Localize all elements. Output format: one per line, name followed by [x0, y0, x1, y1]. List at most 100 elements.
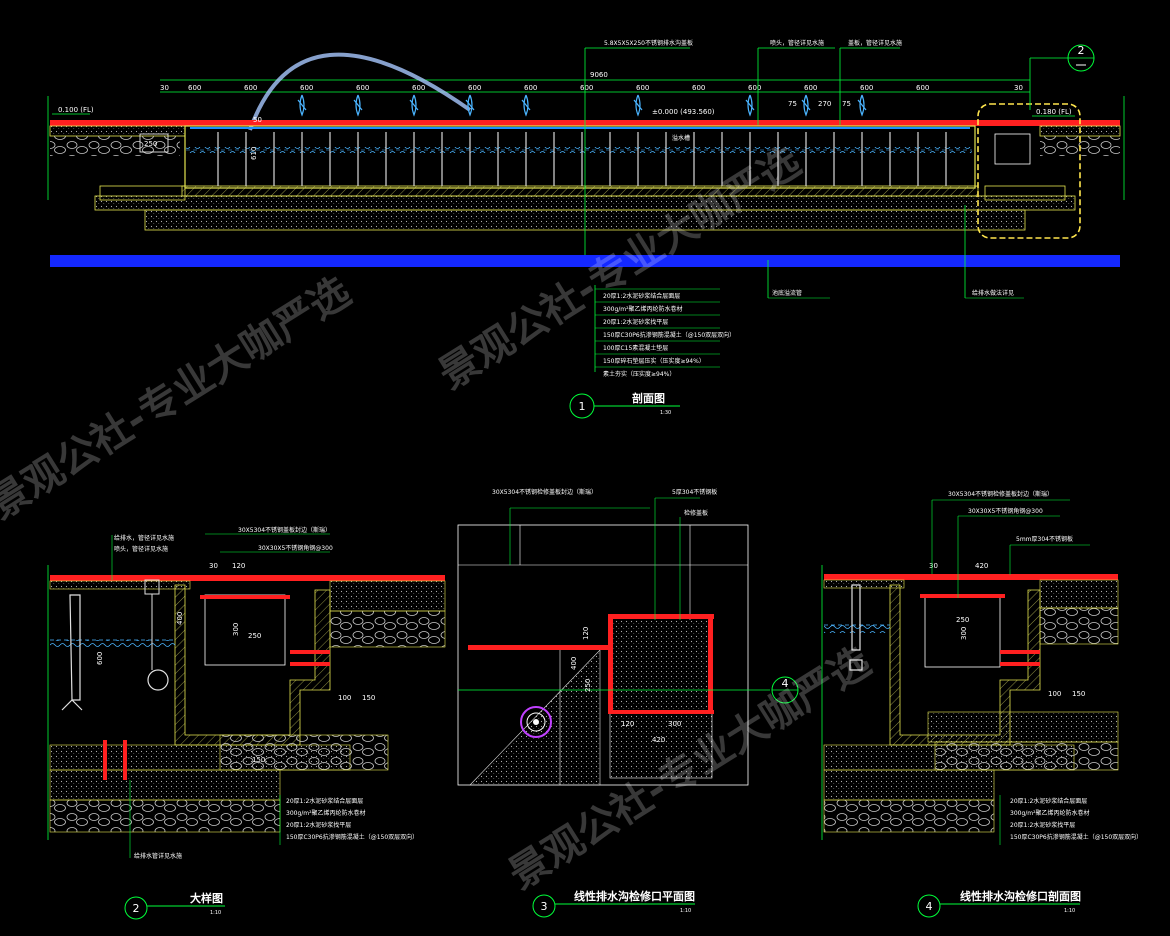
- d4-note-3: 5mm厚304不锈钢板: [1016, 535, 1073, 543]
- main-dim-610: 610: [250, 147, 258, 160]
- d2-note-3: 30X5304不锈钢盖板封边（斯瑞）: [238, 526, 331, 534]
- main-dim-3: 600: [300, 84, 313, 92]
- nozzle-row: [297, 94, 867, 117]
- d4-dim-30: 30: [929, 562, 938, 570]
- main-dim-7: 600: [524, 84, 537, 92]
- d2-title: 大样图: [190, 891, 223, 905]
- d2-dim-600: 600: [96, 652, 104, 665]
- main-dim-right: 30: [1014, 84, 1023, 92]
- d4-dim-100: 100: [1048, 690, 1061, 698]
- pipe-columns: [217, 132, 947, 186]
- water-band: [50, 255, 1120, 267]
- d2-dim-30: 30: [209, 562, 218, 570]
- d2-note-1: 给排水，管径详见水施: [114, 534, 174, 542]
- d4-note-1: 30X5304不锈钢检修盖板封边（斯瑞）: [948, 490, 1053, 498]
- layer-note-7: 素土夯实（压实度≥94%）: [603, 370, 675, 378]
- callout-2-marker: 2: [1029, 44, 1095, 110]
- right-gutter: [994, 133, 1031, 165]
- side-notes: 池底溢流管 给排水做法详见 溢水槽: [672, 134, 1024, 299]
- detail-4: 30 420 250 300 100 150 30X5304不锈钢检修盖板封边（…: [821, 490, 1142, 918]
- d2-layer-4: 150厚C30P6抗渗钢筋混凝土（@150双层双向）: [286, 833, 418, 841]
- main-dim-13: 600: [860, 84, 873, 92]
- d2-dim-300: 300: [232, 623, 240, 636]
- main-title-scale: 1:30: [660, 410, 671, 416]
- main-title: 剖面图: [632, 391, 665, 405]
- nozzle-icon: [409, 94, 419, 117]
- d4-layer-3: 20厚1:2水泥砂浆找平层: [1010, 821, 1075, 829]
- d3-drain-icon: [520, 706, 552, 738]
- main-dimension-chain: 9060 30 600 600 600 600 600 600 600 600 …: [160, 71, 1030, 108]
- main-title-block: 1 剖面图 1:30: [569, 391, 680, 419]
- d2-title-num: 2: [133, 902, 140, 915]
- left-gutter: [139, 133, 169, 153]
- main-dim-5: 600: [412, 84, 425, 92]
- main-dim-6: 600: [468, 84, 481, 92]
- nozzle-icon: [353, 94, 363, 117]
- main-dim-frag-3: 75: [842, 100, 851, 108]
- main-dim-50: 50: [253, 116, 262, 124]
- d2-note-2: 喷头，管径详见水施: [114, 545, 168, 553]
- d2-note-4: 30X30X5不锈钢角钢@300: [258, 544, 333, 552]
- layer-note-4: 150厚C30P6抗渗钢筋混凝土（@150双层双向）: [603, 331, 735, 339]
- main-dim-2: 600: [244, 84, 257, 92]
- d2-scale: 1:10: [210, 910, 221, 916]
- d2-layer-2: 300g/m²聚乙烯丙纶防水卷材: [286, 809, 366, 817]
- d4-dim-300: 300: [960, 627, 968, 640]
- d3-title: 线性排水沟检修口平面图: [574, 889, 695, 903]
- d4-layer-2: 300g/m²聚乙烯丙纶防水卷材: [1010, 809, 1090, 817]
- callout-2-num: 2: [1078, 44, 1085, 57]
- nozzle-icon: [857, 94, 867, 117]
- d2-dim-150a: 150: [362, 694, 375, 702]
- layer-note-1: 20厚1:2水泥砂浆结合层面层: [603, 292, 680, 300]
- d2-dim-120: 120: [232, 562, 245, 570]
- main-dim-8: 600: [580, 84, 593, 92]
- fountain-jet-arc: [248, 52, 472, 131]
- d4-scale: 1:10: [1064, 908, 1075, 914]
- d3-note-2: 5厚304不锈钢板: [672, 488, 717, 496]
- nozzle-icon: [801, 94, 811, 117]
- d3-dim-120b: 120: [621, 720, 634, 728]
- top-notes: 5.8X5X5X250不锈钢排水沟盖板 喷头，管径详见水施 盖板，管径详见水施: [584, 39, 902, 255]
- level-center: ±0.000 (493.560): [652, 108, 715, 116]
- d4-layer-4: 150厚C30P6抗渗钢筋混凝土（@150双层双向）: [1010, 833, 1142, 841]
- main-dim-9: 600: [636, 84, 649, 92]
- level-right: 0.180 (FL): [1036, 108, 1072, 116]
- side-note-3: 溢水槽: [672, 134, 690, 142]
- top-note-1: 5.8X5X5X250不锈钢排水沟盖板: [604, 39, 693, 47]
- detail2-drain-box: [204, 594, 286, 666]
- d2-layer-1: 20厚1:2水泥砂浆结合层面层: [286, 797, 363, 805]
- d4-pipe-icon: [849, 584, 863, 671]
- main-dim-1: 600: [188, 84, 201, 92]
- top-note-3: 盖板，管径详见水施: [848, 39, 902, 47]
- d4-layer-1: 20厚1:2水泥砂浆结合层面层: [1010, 797, 1087, 805]
- d2-dim-100: 100: [338, 694, 351, 702]
- d3-note-3: 检修盖板: [684, 509, 708, 517]
- d3-dim-120a: 120: [582, 627, 590, 640]
- main-dim-frag-2: 270: [818, 100, 831, 108]
- d4-note-2: 30X30X5不锈钢角钢@300: [968, 507, 1043, 515]
- d2-note-5: 给排水管详见水施: [134, 852, 182, 860]
- main-title-num: 1: [579, 400, 586, 413]
- main-total-dim: 9060: [590, 71, 608, 79]
- d4-dim-250: 250: [956, 616, 969, 624]
- d3-title-num: 3: [541, 900, 548, 913]
- watermark-1: 景观公社-专业大咖严选: [0, 269, 359, 529]
- d2-dim-250: 250: [248, 632, 261, 640]
- d4-title: 线性排水沟检修口剖面图: [960, 889, 1081, 903]
- nozzle-icon: [297, 94, 307, 117]
- main-dim-12: 600: [804, 84, 817, 92]
- d3-callout-num: 4: [782, 677, 789, 690]
- d3-dim-420: 420: [652, 736, 665, 744]
- nozzle-icon: [745, 94, 755, 117]
- d4-title-num: 4: [926, 900, 933, 913]
- d2-dim-400: 400: [176, 612, 184, 625]
- nozzle-icon: [633, 94, 643, 117]
- detail-2: 30 120 300 250 400 100 150 150 600 给排水，管…: [47, 526, 446, 920]
- detail-callout-box: [977, 103, 1081, 239]
- main-dim-250: 250: [144, 140, 157, 148]
- top-note-2: 喷头，管径详见水施: [770, 39, 824, 47]
- pump-icon: [61, 594, 83, 711]
- nozzle-icon: [521, 94, 531, 117]
- level-left: 0.100 (FL): [58, 106, 94, 114]
